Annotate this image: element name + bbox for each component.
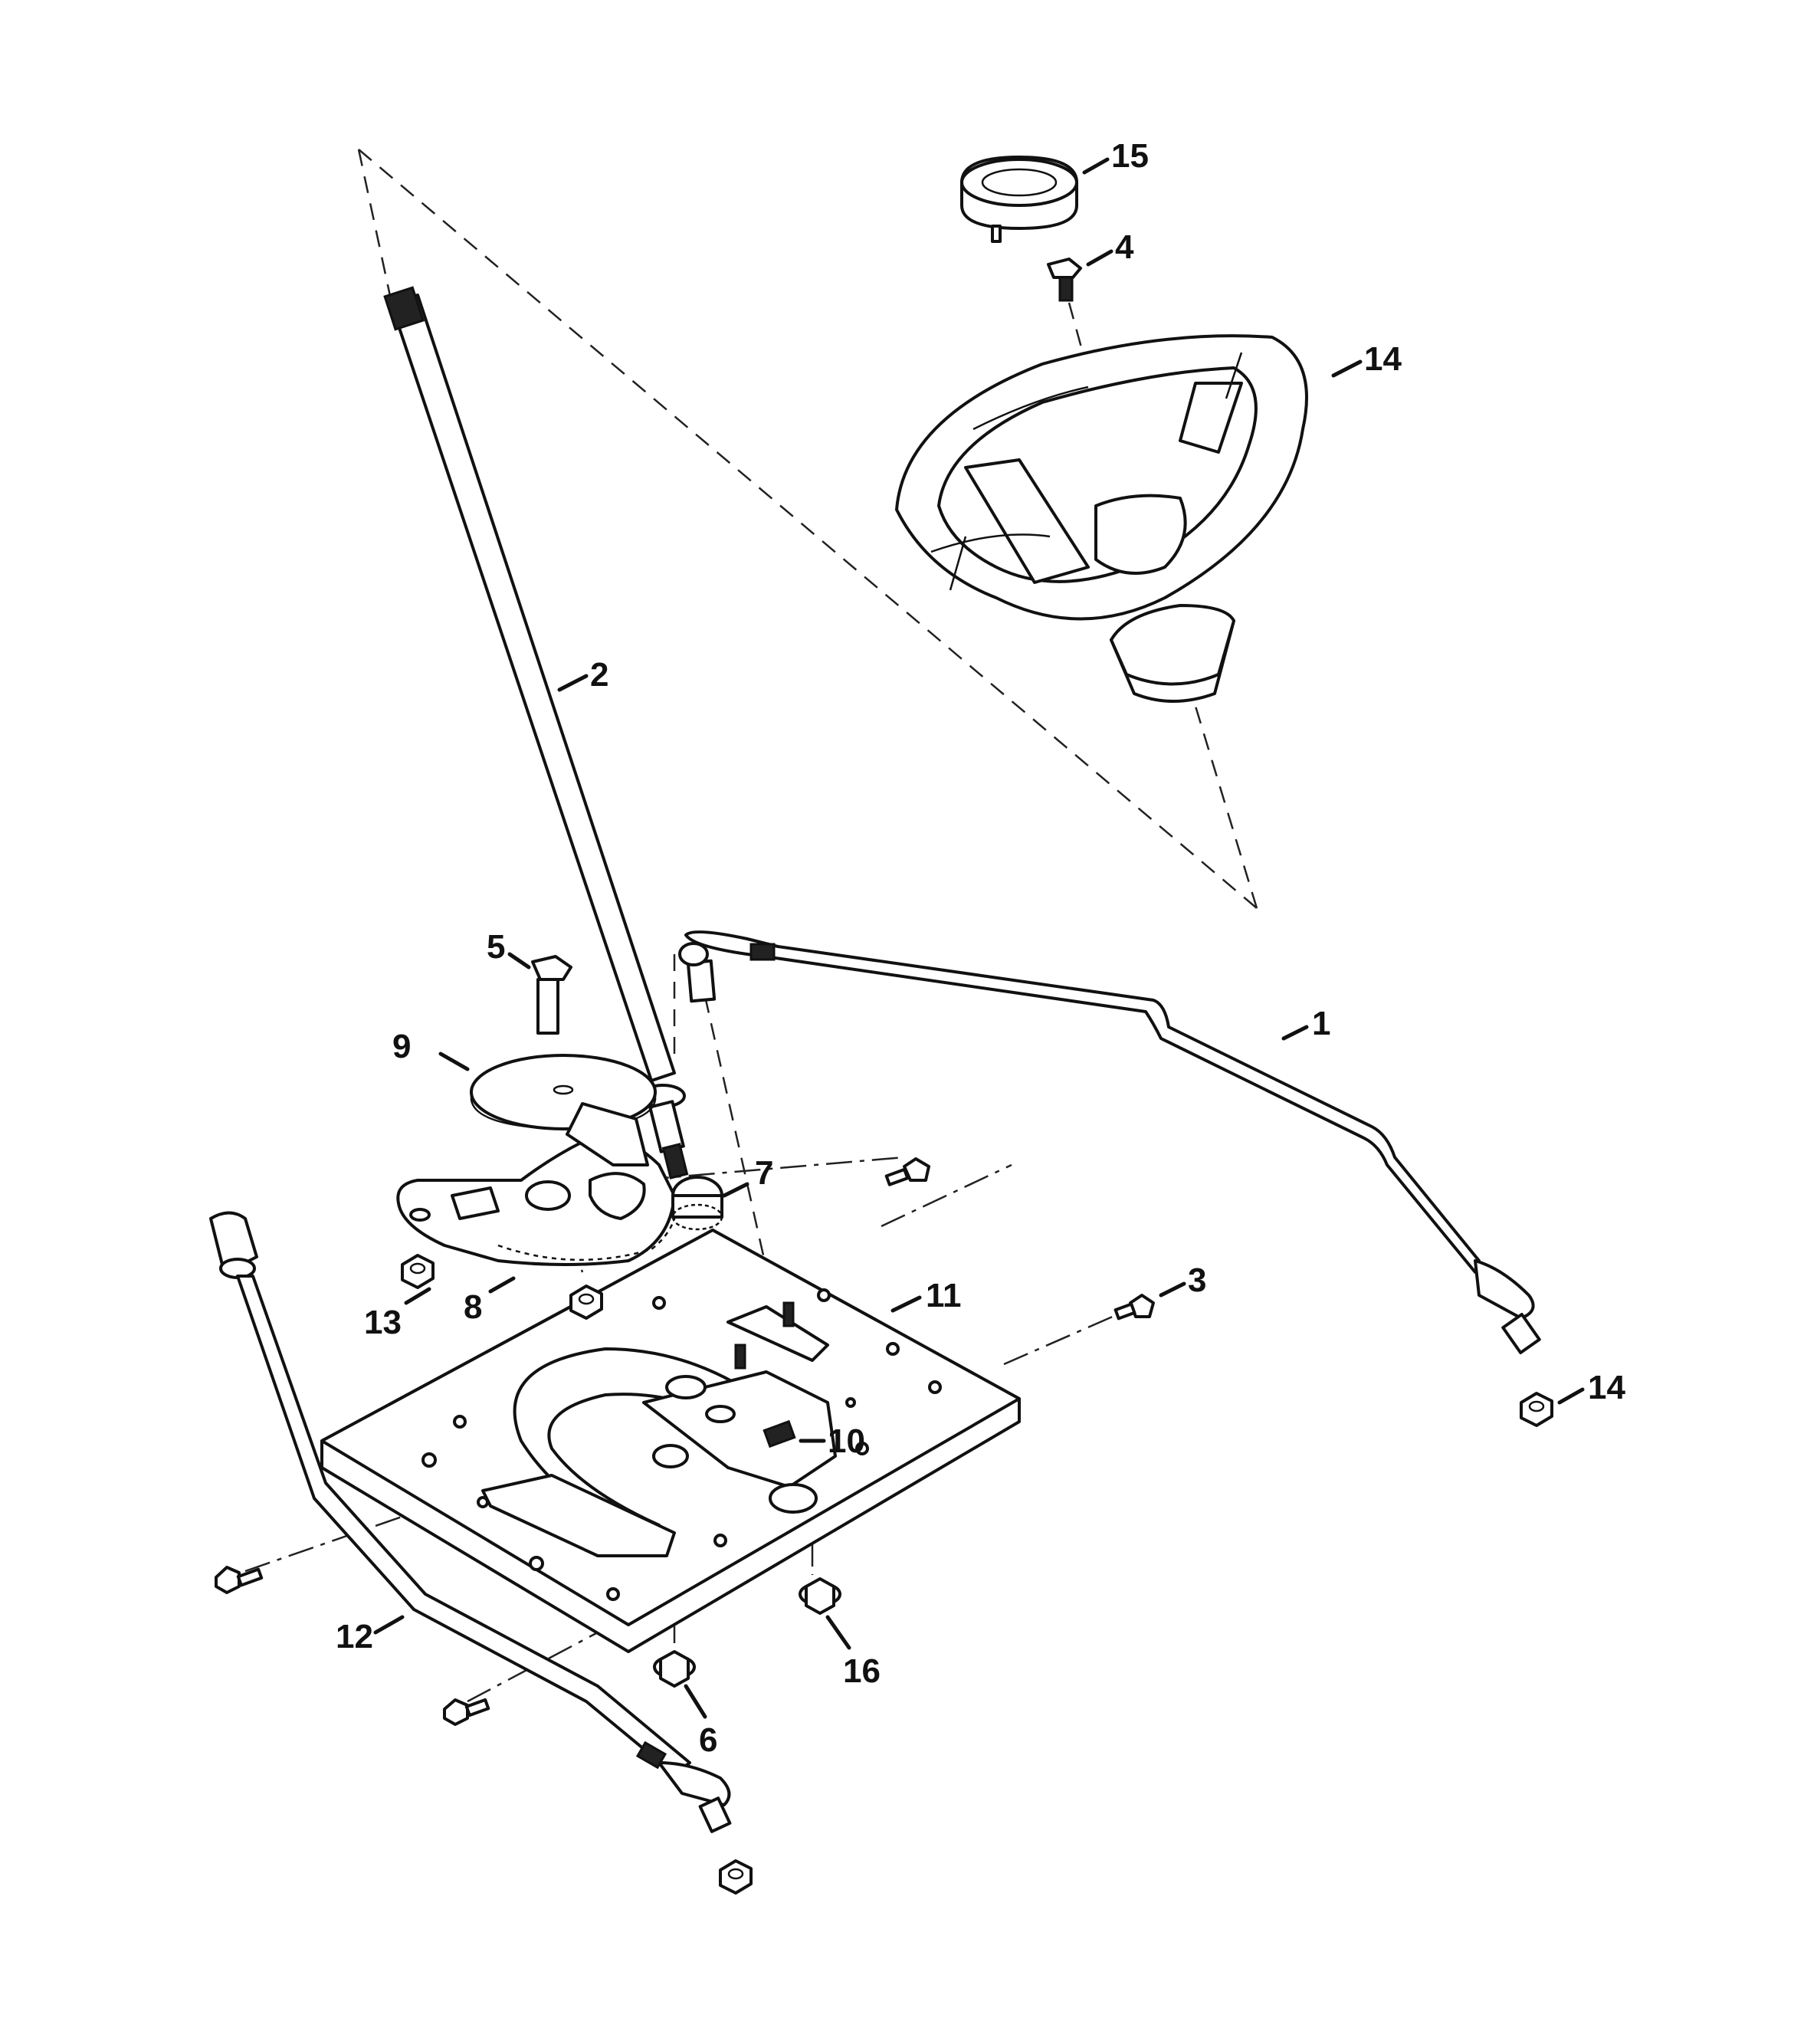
callout-label-5: 5 [487,928,505,966]
callout-label-14-wheel: 14 [1364,340,1402,378]
callout-label-6: 6 [699,1721,717,1759]
callout-2: 2 [557,656,608,694]
callout-label-1: 1 [1312,1005,1330,1042]
callout-label-12: 12 [336,1618,373,1655]
callout-1: 1 [1281,1005,1330,1042]
callout-label-13: 13 [364,1304,402,1341]
callout-10: 10 [799,1422,865,1460]
pivot-bolt [531,955,572,1035]
callout-label-4: 4 [1115,228,1134,266]
callout-label-9: 9 [392,1028,411,1065]
tie-rod-nut-left [719,1859,753,1895]
plate-bolt [1113,1294,1155,1321]
plate-bolt-upper [884,1157,930,1186]
tie-rod-bolt-left [215,1566,264,1594]
callout-label-2: 2 [590,656,608,694]
callout-label-10: 10 [828,1422,865,1460]
callout-13: 13 [364,1287,431,1341]
steering-plate [320,1229,1021,1653]
callout-label-8: 8 [464,1288,482,1326]
pivot-nut [569,1284,603,1320]
callout-5: 5 [487,928,531,970]
callout-9: 9 [392,1028,470,1071]
callout-6: 6 [684,1684,717,1759]
callout-7: 7 [722,1154,773,1198]
steering-shaft [383,286,689,1179]
pinion-gear [671,1176,723,1231]
callout-8: 8 [464,1276,516,1326]
callout-11: 11 [890,1277,962,1314]
steering-wheel [895,334,1308,703]
callout-16: 16 [825,1615,881,1690]
callout-3: 3 [1159,1262,1206,1299]
flange-nut-16 [799,1577,841,1615]
steering-cap [960,156,1078,243]
tie-rod-bolt-lower [443,1698,490,1726]
flange-nut-6 [653,1650,696,1688]
callout-12: 12 [336,1615,405,1655]
drag-link-right [678,930,1541,1354]
callout-label-14-nut: 14 [1588,1369,1625,1406]
callout-14-wheel: 14 [1331,340,1402,378]
tie-rod-nut-right [1520,1392,1553,1427]
callout-label-11: 11 [926,1277,962,1314]
gear-nut [401,1254,435,1289]
callout-label-3: 3 [1188,1262,1206,1299]
callout-14-nut: 14 [1557,1369,1625,1406]
callout-4: 4 [1086,228,1134,267]
wheel-bolt [1047,258,1082,302]
tie-rod-left [209,1211,732,1833]
sector-gear [396,1102,680,1266]
callout-15: 15 [1082,137,1149,175]
callout-label-16: 16 [843,1652,881,1690]
callout-label-15: 15 [1111,137,1149,175]
callout-label-7: 7 [755,1154,773,1192]
